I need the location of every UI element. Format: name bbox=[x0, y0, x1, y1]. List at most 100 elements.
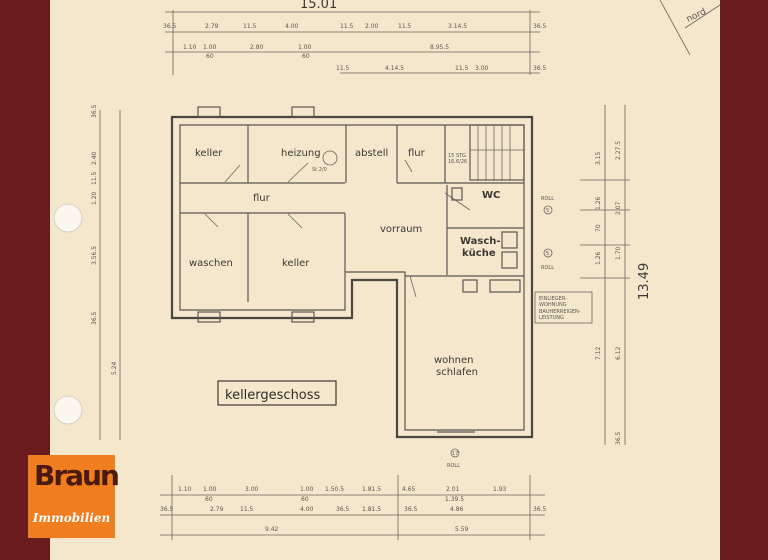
svg-text:5: 5 bbox=[546, 208, 549, 214]
svg-text:36.5: 36.5 bbox=[533, 23, 547, 30]
room-heizung: heizung bbox=[281, 148, 321, 159]
svg-text:36.5: 36.5 bbox=[533, 65, 547, 72]
svg-text:EINLIEGER-: EINLIEGER- bbox=[539, 296, 567, 302]
svg-text:3.15: 3.15 bbox=[595, 151, 602, 165]
svg-text:2.07: 2.07 bbox=[615, 201, 622, 215]
room-keller-2: keller bbox=[282, 258, 310, 269]
svg-text:1.26: 1.26 bbox=[595, 196, 602, 210]
room-flur-top: flur bbox=[408, 148, 426, 159]
svg-text:16.6/26: 16.6/26 bbox=[448, 159, 467, 165]
svg-text:15.01: 15.01 bbox=[300, 0, 337, 12]
svg-text:1.00: 1.00 bbox=[300, 486, 314, 493]
svg-text:11.5: 11.5 bbox=[240, 506, 254, 513]
top-dimensions: 15.01 36.5 2.79 11.5 4.00 11.5 2.00 11.5… bbox=[163, 0, 547, 75]
svg-text:2.79: 2.79 bbox=[210, 506, 224, 513]
svg-text:11.5: 11.5 bbox=[398, 23, 412, 30]
svg-text:1.00: 1.00 bbox=[203, 44, 217, 51]
svg-text:LEISTUNG: LEISTUNG bbox=[539, 315, 564, 321]
svg-text:1.10: 1.10 bbox=[178, 486, 192, 493]
svg-text:WOHNUNG: WOHNUNG bbox=[539, 302, 567, 308]
svg-text:kellergeschoss: kellergeschoss bbox=[225, 388, 321, 403]
einlieger-note: EINLIEGER- WOHNUNG BAUHERREIGEN- LEISTUN… bbox=[534, 291, 593, 324]
punch-hole bbox=[53, 395, 83, 425]
svg-text:60: 60 bbox=[302, 53, 310, 60]
svg-text:3.56.5: 3.56.5 bbox=[91, 246, 98, 265]
room-wohnen: wohnen bbox=[434, 355, 473, 366]
svg-text:36.5: 36.5 bbox=[160, 506, 174, 513]
svg-text:5: 5 bbox=[546, 251, 549, 257]
bottom-dimensions: 1.10 1.00 60 3.00 1.00 60 1.50.5 1.81.5 … bbox=[160, 475, 547, 540]
svg-text:1.50.5: 1.50.5 bbox=[325, 486, 344, 493]
svg-text:36.5: 36.5 bbox=[91, 104, 98, 118]
svg-text:17: 17 bbox=[452, 451, 458, 457]
room-abstell: abstell bbox=[355, 148, 388, 159]
svg-text:60: 60 bbox=[205, 496, 213, 503]
braun-immobilien-logo: Braun Immobilien bbox=[28, 455, 120, 538]
svg-text:BAUHERREIGEN-: BAUHERREIGEN- bbox=[539, 309, 581, 315]
svg-text:11.5: 11.5 bbox=[243, 23, 257, 30]
room-keller: keller bbox=[195, 148, 223, 159]
svg-text:4.86: 4.86 bbox=[450, 506, 464, 513]
building-walls bbox=[170, 106, 534, 439]
svg-text:9.42: 9.42 bbox=[265, 526, 279, 533]
room-wc: WC bbox=[482, 190, 500, 201]
svg-text:4.65: 4.65 bbox=[402, 486, 416, 493]
svg-text:2.80: 2.80 bbox=[250, 44, 264, 51]
svg-text:ROLL: ROLL bbox=[541, 196, 554, 202]
room-waschkueche: Wasch- bbox=[460, 236, 501, 247]
svg-text:ROLL: ROLL bbox=[447, 463, 460, 469]
svg-text:St 2/0: St 2/0 bbox=[312, 167, 327, 173]
svg-text:1.26: 1.26 bbox=[595, 251, 602, 265]
logo-brand: Braun bbox=[34, 459, 120, 492]
svg-text:11.5: 11.5 bbox=[336, 65, 350, 72]
svg-text:1.93: 1.93 bbox=[493, 486, 507, 493]
left-dimensions: 36.5 2.40 11.5 1.20 3.56.5 36.5 5.24 bbox=[91, 104, 121, 440]
svg-text:11.5: 11.5 bbox=[91, 171, 98, 185]
svg-text:7.12: 7.12 bbox=[595, 346, 602, 360]
svg-text:1.10: 1.10 bbox=[183, 44, 197, 51]
svg-text:1.70: 1.70 bbox=[615, 246, 622, 260]
punch-hole bbox=[53, 203, 83, 233]
svg-text:11.5: 11.5 bbox=[455, 65, 469, 72]
svg-text:15 STG: 15 STG bbox=[448, 153, 466, 159]
svg-text:4.00: 4.00 bbox=[300, 506, 314, 513]
room-schlafen: schlafen bbox=[436, 367, 478, 378]
svg-text:4.14.5: 4.14.5 bbox=[385, 65, 404, 72]
svg-text:36.5: 36.5 bbox=[163, 23, 177, 30]
svg-text:1.39.5: 1.39.5 bbox=[445, 496, 464, 503]
plan-title: kellergeschoss bbox=[217, 380, 337, 406]
svg-text:2.79: 2.79 bbox=[205, 23, 219, 30]
svg-text:3.00: 3.00 bbox=[245, 486, 259, 493]
north-arrow: nord bbox=[659, 0, 721, 56]
svg-text:3.14.5: 3.14.5 bbox=[448, 23, 467, 30]
svg-text:küche: küche bbox=[462, 248, 496, 259]
room-labels: keller heizung St 2/0 abstell flur 15 ST… bbox=[189, 148, 501, 378]
svg-text:36.5: 36.5 bbox=[336, 506, 350, 513]
room-vorraum: vorraum bbox=[380, 224, 422, 235]
svg-text:2.40: 2.40 bbox=[91, 151, 98, 165]
svg-text:36.5: 36.5 bbox=[615, 431, 622, 445]
svg-text:13.49: 13.49 bbox=[637, 263, 652, 300]
svg-text:3.00: 3.00 bbox=[475, 65, 489, 72]
svg-text:60: 60 bbox=[301, 496, 309, 503]
roll-markers: ROLL 5 5 ROLL 17 ROLL bbox=[447, 196, 554, 469]
svg-text:60: 60 bbox=[206, 53, 214, 60]
svg-text:2.00: 2.00 bbox=[365, 23, 379, 30]
svg-text:nord: nord bbox=[685, 7, 708, 25]
room-waschen: waschen bbox=[189, 258, 233, 269]
svg-text:36.5: 36.5 bbox=[91, 311, 98, 325]
svg-text:4.00: 4.00 bbox=[285, 23, 299, 30]
room-flur: flur bbox=[253, 193, 271, 204]
svg-text:36.5: 36.5 bbox=[533, 506, 547, 513]
svg-text:2.01: 2.01 bbox=[446, 486, 460, 493]
logo-sub: Immobilien bbox=[32, 511, 111, 525]
svg-text:8.95.5: 8.95.5 bbox=[430, 44, 449, 51]
svg-text:5.24: 5.24 bbox=[111, 361, 118, 375]
svg-text:36.5: 36.5 bbox=[404, 506, 418, 513]
svg-text:2.27.5: 2.27.5 bbox=[615, 141, 622, 160]
svg-text:1.20: 1.20 bbox=[91, 191, 98, 205]
svg-text:11.5: 11.5 bbox=[340, 23, 354, 30]
svg-text:1.00: 1.00 bbox=[298, 44, 312, 51]
right-dimensions: 3.15 2.27.5 1.26 2.07 70 1.70 1.26 7.12 … bbox=[580, 105, 652, 445]
svg-text:ROLL: ROLL bbox=[541, 265, 554, 271]
